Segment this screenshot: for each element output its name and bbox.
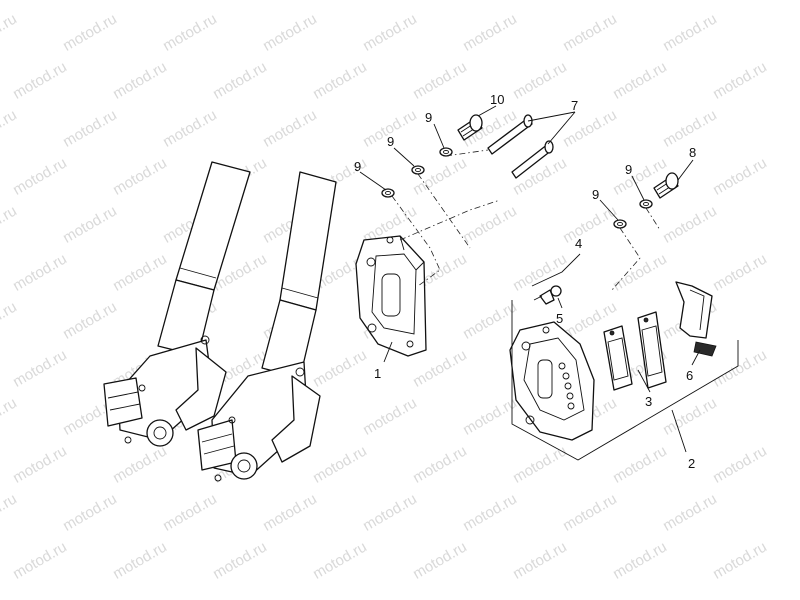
callout-6: 6 bbox=[686, 368, 693, 383]
assembly-bracket-part-2 bbox=[511, 300, 739, 461]
caliper-piston-row bbox=[558, 362, 575, 410]
callout-5: 5 bbox=[556, 311, 563, 326]
brake-caliper-part-1 bbox=[355, 235, 427, 357]
bolt-part-10 bbox=[457, 114, 483, 141]
callout-9: 9 bbox=[387, 134, 394, 149]
callout-8: 8 bbox=[689, 145, 696, 160]
leader-lines bbox=[359, 105, 701, 453]
brake-pads-part-3 bbox=[603, 311, 667, 391]
right-fork-leg bbox=[197, 171, 337, 482]
pad-spring-part-6 bbox=[675, 281, 717, 357]
assembly-center-lines bbox=[391, 149, 661, 291]
callout-9: 9 bbox=[354, 159, 361, 174]
bolt-part-8 bbox=[653, 172, 679, 199]
brake-caliper-assembly-part-2 bbox=[509, 321, 595, 441]
callout-2: 2 bbox=[688, 456, 695, 471]
callout-1: 1 bbox=[374, 366, 381, 381]
bleed-screw-part-5 bbox=[533, 285, 562, 305]
callout-4: 4 bbox=[575, 236, 582, 251]
washers-part-9 bbox=[381, 147, 653, 229]
callout-9: 9 bbox=[425, 110, 432, 125]
callout-9: 9 bbox=[592, 187, 599, 202]
left-fork-leg bbox=[103, 161, 251, 447]
callout-3: 3 bbox=[645, 394, 652, 409]
callout-7: 7 bbox=[571, 98, 578, 113]
callout-10: 10 bbox=[490, 92, 504, 107]
callout-9: 9 bbox=[625, 162, 632, 177]
pad-pins-part-7 bbox=[487, 114, 554, 179]
